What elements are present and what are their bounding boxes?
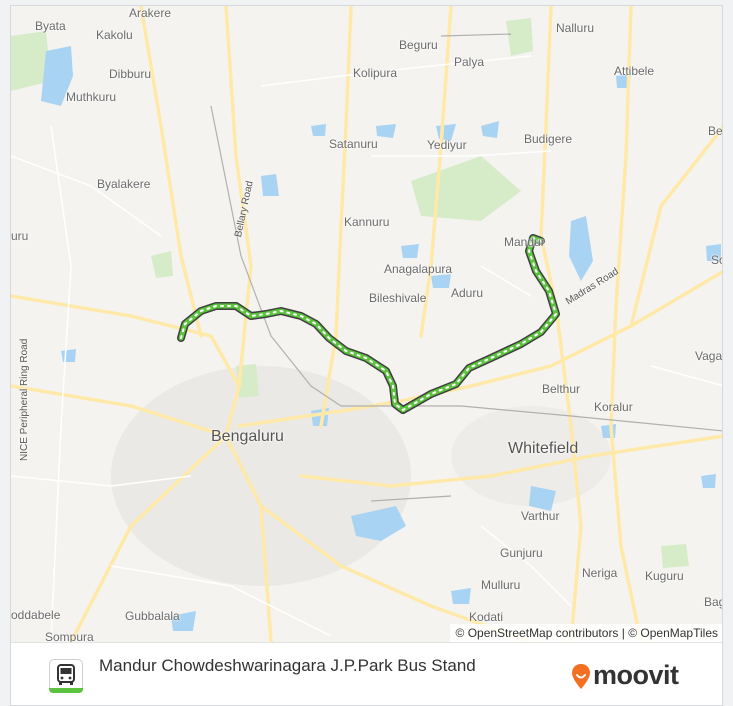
place-label-kannuru: Kannuru <box>344 215 390 229</box>
moovit-wordmark: moovit <box>593 660 679 690</box>
place-label-dibburu: Dibburu <box>109 67 152 81</box>
place-label-gunjuru: Gunjuru <box>500 546 543 560</box>
place-label-be: Be <box>708 124 723 138</box>
place-label-vaga: Vaga <box>695 349 723 363</box>
map-view[interactable]: Byata Arakere Kakolu Beguru Nalluru Koli… <box>11 6 723 642</box>
place-label-kodati: Kodati <box>469 610 504 624</box>
place-label-neriga: Neriga <box>582 566 618 580</box>
place-label-kolipura: Kolipura <box>353 66 398 80</box>
route-title: Mandur Chowdeshwarinagara J.P.Park Bus S… <box>99 656 476 675</box>
place-label-kuguru: Kuguru <box>645 569 684 583</box>
place-label-budigere: Budigere <box>524 132 573 146</box>
place-label-belthur: Belthur <box>542 382 581 396</box>
bus-icon <box>49 659 83 693</box>
place-label-satanuru: Satanuru <box>329 137 378 151</box>
place-label-kakolu: Kakolu <box>96 28 133 42</box>
place-label-sompura: Sompura <box>45 630 94 642</box>
place-label-muthkuru: Muthkuru <box>66 90 117 104</box>
map-card: Byata Arakere Kakolu Beguru Nalluru Koli… <box>10 5 723 706</box>
place-label-mulluru: Mulluru <box>481 578 521 592</box>
map-canvas <box>11 6 722 642</box>
place-label-beguru: Beguru <box>399 38 438 52</box>
route-footer: Mandur Chowdeshwarinagara J.P.Park Bus S… <box>11 642 722 705</box>
place-label-bag: Bag <box>704 595 722 609</box>
place-label-anagalapura: Anagalapura <box>384 262 453 276</box>
place-label-bengaluru: Bengaluru <box>211 428 284 445</box>
place-label-attibele: Attibele <box>614 64 655 78</box>
place-label-mandur: Mandur <box>504 235 545 249</box>
place-label-bileshivale: Bileshivale <box>369 291 427 305</box>
place-label-byalakere: Byalakere <box>97 177 151 191</box>
place-label-varthur: Varthur <box>521 509 560 523</box>
moovit-logo[interactable]: moovit <box>571 660 711 693</box>
place-label-nalluru: Nalluru <box>556 21 595 35</box>
place-label-arakere: Arakere <box>129 6 172 20</box>
place-label-uru: uru <box>11 229 29 243</box>
place-label-byata: Byata <box>35 19 66 33</box>
place-label-so: So <box>711 253 722 267</box>
place-label-yediyur: Yediyur <box>427 138 467 152</box>
moovit-pin-icon <box>572 664 590 689</box>
road-label-nice-peripheral-ring-road: NICE Peripheral Ring Road <box>19 338 30 461</box>
map-attribution[interactable]: © OpenStreetMap contributors | © OpenMap… <box>449 624 722 642</box>
place-label-whitefield: Whitefield <box>508 440 579 457</box>
place-label-gubbalala: Gubbalala <box>125 609 180 623</box>
place-label-koralur: Koralur <box>594 400 633 414</box>
place-label-palya: Palya <box>454 55 485 69</box>
place-label-oddabele: oddabele <box>11 608 61 622</box>
place-label-aduru: Aduru <box>451 286 484 300</box>
